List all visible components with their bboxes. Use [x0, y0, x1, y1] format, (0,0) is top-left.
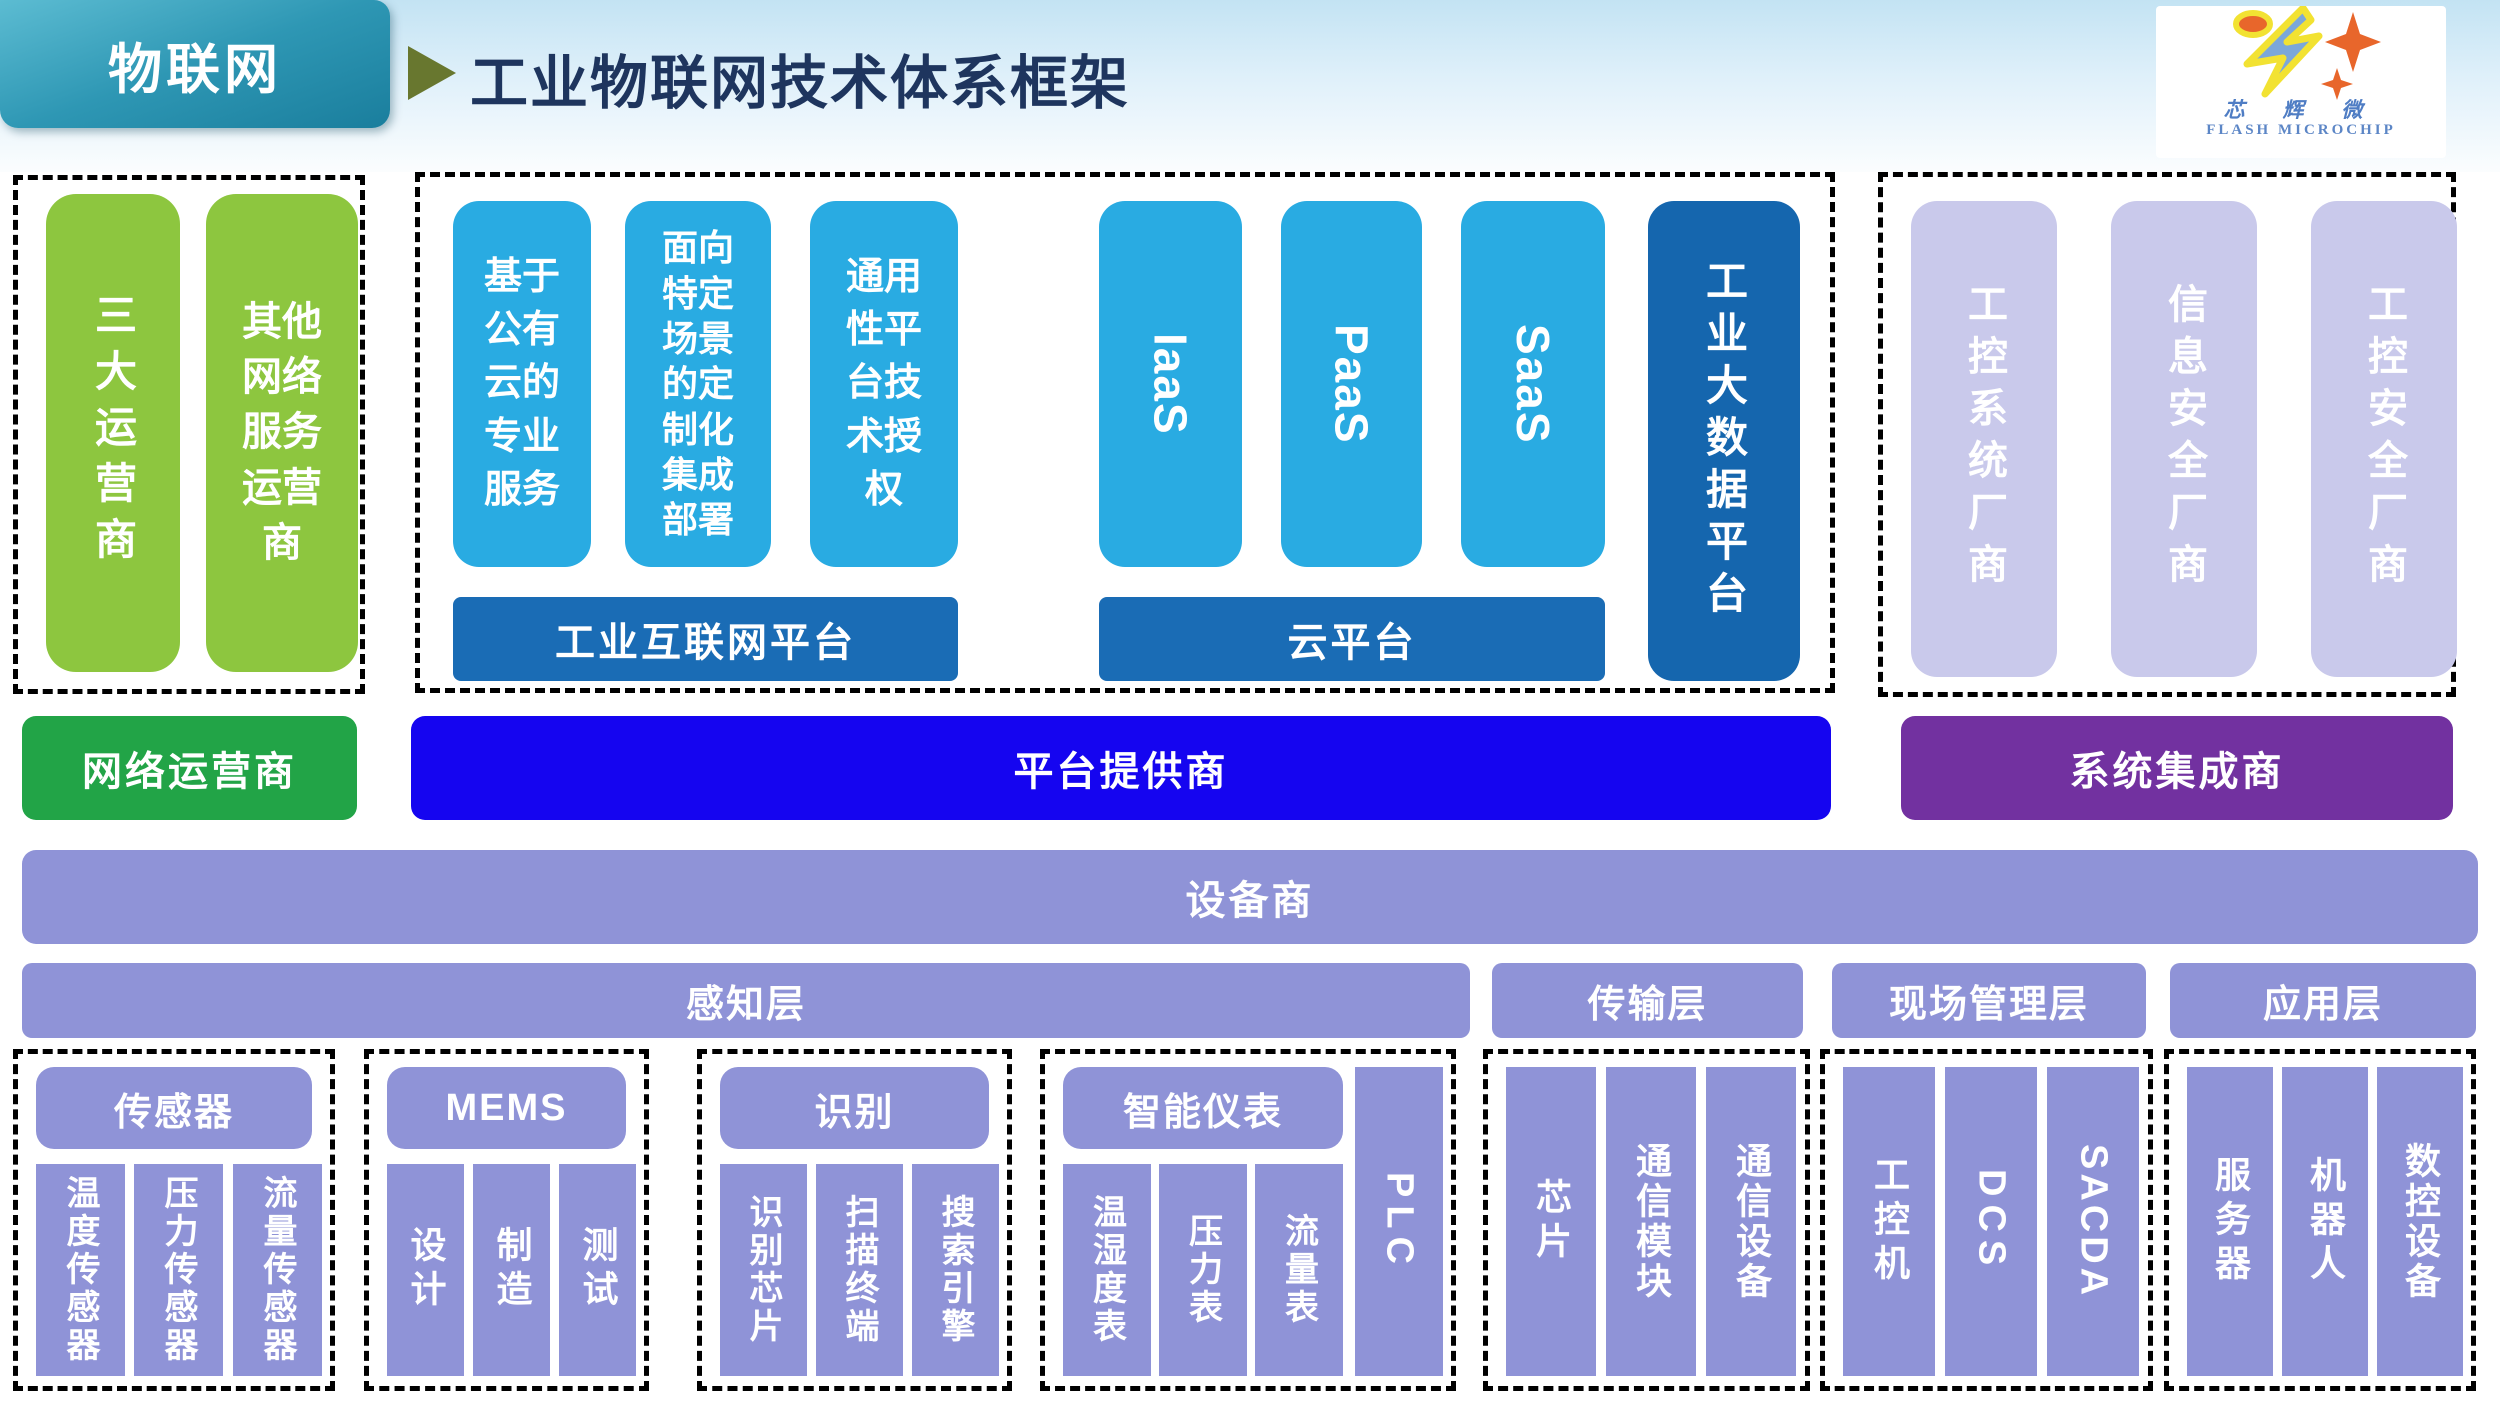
manufacturing-box: 制造	[473, 1164, 550, 1376]
platform-providers-section: 基于 公有 云的 专业 服务 面向 特定 场景 的定 制化 集成 部署 通用 性…	[415, 172, 1835, 693]
pressure-sensor-box: 压力传感器	[134, 1164, 223, 1376]
smart-meter-group-header: 智能仪表	[1063, 1067, 1343, 1149]
logo-graphic	[2233, 6, 2381, 100]
custom-integration-box: 面向 特定 场景 的定 制化 集成 部署	[625, 201, 771, 567]
title-arrow-icon	[408, 46, 456, 100]
server-box: 服务器	[2187, 1067, 2273, 1376]
logo-english-name: FLASH MICROCHIP	[2206, 122, 2396, 138]
temperature-sensor-box: 温度传感器	[36, 1164, 125, 1376]
iaas-box: IaaS	[1099, 201, 1242, 567]
dcs-box: DCS	[1945, 1067, 2037, 1376]
ics-security-vendor-box: 工控安全厂商	[2311, 201, 2457, 677]
network-operator-bar: 网络运营商	[22, 716, 357, 820]
small-star-icon	[2321, 68, 2353, 100]
pressure-meter-box: 压力表	[1159, 1164, 1247, 1376]
field-management-layer-bar: 现场管理层	[1832, 963, 2146, 1038]
other-network-operators-box: 其他 网络 服务 运营 商	[206, 194, 358, 672]
smart-meter-group: 智能仪表 温湿度表 压力表 流量表 PLC	[1040, 1049, 1456, 1391]
generic-licensing-box: 通用 性平 台技 术授 权	[810, 201, 958, 567]
mems-group-header: MEMS	[387, 1067, 626, 1149]
page-title: 工业物联网技术体系框架	[470, 51, 1131, 116]
sensor-group-header: 传感器	[36, 1067, 312, 1149]
perception-layer-bar: 感知层	[22, 963, 1470, 1038]
flow-meter-box: 流量表	[1255, 1164, 1343, 1376]
industrial-internet-platform-bar: 工业互联网平台	[453, 597, 958, 681]
application-devices-group: 服务器 机器人 数控设备	[2164, 1049, 2476, 1391]
testing-box: 测试	[559, 1164, 636, 1376]
chip-box: 芯片	[1506, 1067, 1596, 1376]
public-cloud-service-box: 基于 公有 云的 专业 服务	[453, 201, 591, 567]
field-devices-group: 工控机 DCS SACDA	[1820, 1049, 2153, 1391]
cloud-platform-bar: 云平台	[1099, 597, 1605, 681]
ics-vendor-box: 工控系统厂商	[1911, 201, 2057, 677]
id-chip-box: 识别芯片	[720, 1164, 807, 1376]
design-box: 设计	[387, 1164, 464, 1376]
system-integrator-bar: 系统集成商	[1901, 716, 2453, 820]
paas-box: PaaS	[1281, 201, 1422, 567]
application-layer-bar: 应用层	[2170, 963, 2476, 1038]
transport-layer-bar: 传输层	[1492, 963, 1803, 1038]
star-icon	[2325, 12, 2381, 72]
device-vendor-bar: 设备商	[22, 850, 2478, 944]
temp-humidity-meter-box: 温湿度表	[1063, 1164, 1151, 1376]
infosec-vendor-box: 信息安全厂商	[2111, 201, 2257, 677]
plc-box: PLC	[1355, 1067, 1443, 1376]
company-logo: 芯 辉 微 FLASH MICROCHIP	[2156, 6, 2446, 158]
lightning-icon	[2243, 6, 2323, 98]
identification-group-header: 识别	[720, 1067, 989, 1149]
saas-box: SaaS	[1461, 201, 1605, 567]
mems-group: MEMS 设计 制造 测试	[364, 1049, 649, 1391]
industrial-bigdata-platform-box: 工业大数据平台	[1648, 201, 1800, 681]
cnc-equipment-box: 数控设备	[2377, 1067, 2463, 1376]
iot-badge: 物联网	[0, 0, 390, 128]
sensor-group: 传感器 温度传感器 压力传感器 流量传感器	[13, 1049, 335, 1391]
identification-group: 识别 识别芯片 扫描终端 搜索引擎	[697, 1049, 1012, 1391]
scada-box: SACDA	[2047, 1067, 2139, 1376]
scan-terminal-box: 扫描终端	[816, 1164, 903, 1376]
comm-equipment-box: 通信设备	[1706, 1067, 1796, 1376]
flow-sensor-box: 流量传感器	[233, 1164, 322, 1376]
big-three-carriers-box: 三大运营商	[46, 194, 180, 672]
comm-module-box: 通信模块	[1606, 1067, 1696, 1376]
transport-devices-group: 芯片 通信模块 通信设备	[1483, 1049, 1810, 1391]
logo-chinese-name: 芯 辉 微	[2223, 99, 2379, 122]
search-engine-box: 搜索引擎	[912, 1164, 999, 1376]
robot-box: 机器人	[2282, 1067, 2368, 1376]
industrial-pc-box: 工控机	[1843, 1067, 1935, 1376]
network-operators-section: 三大运营商 其他 网络 服务 运营 商	[13, 175, 365, 694]
platform-provider-bar: 平台提供商	[411, 716, 1831, 820]
system-integrators-section: 工控系统厂商 信息安全厂商 工控安全厂商	[1878, 172, 2457, 697]
